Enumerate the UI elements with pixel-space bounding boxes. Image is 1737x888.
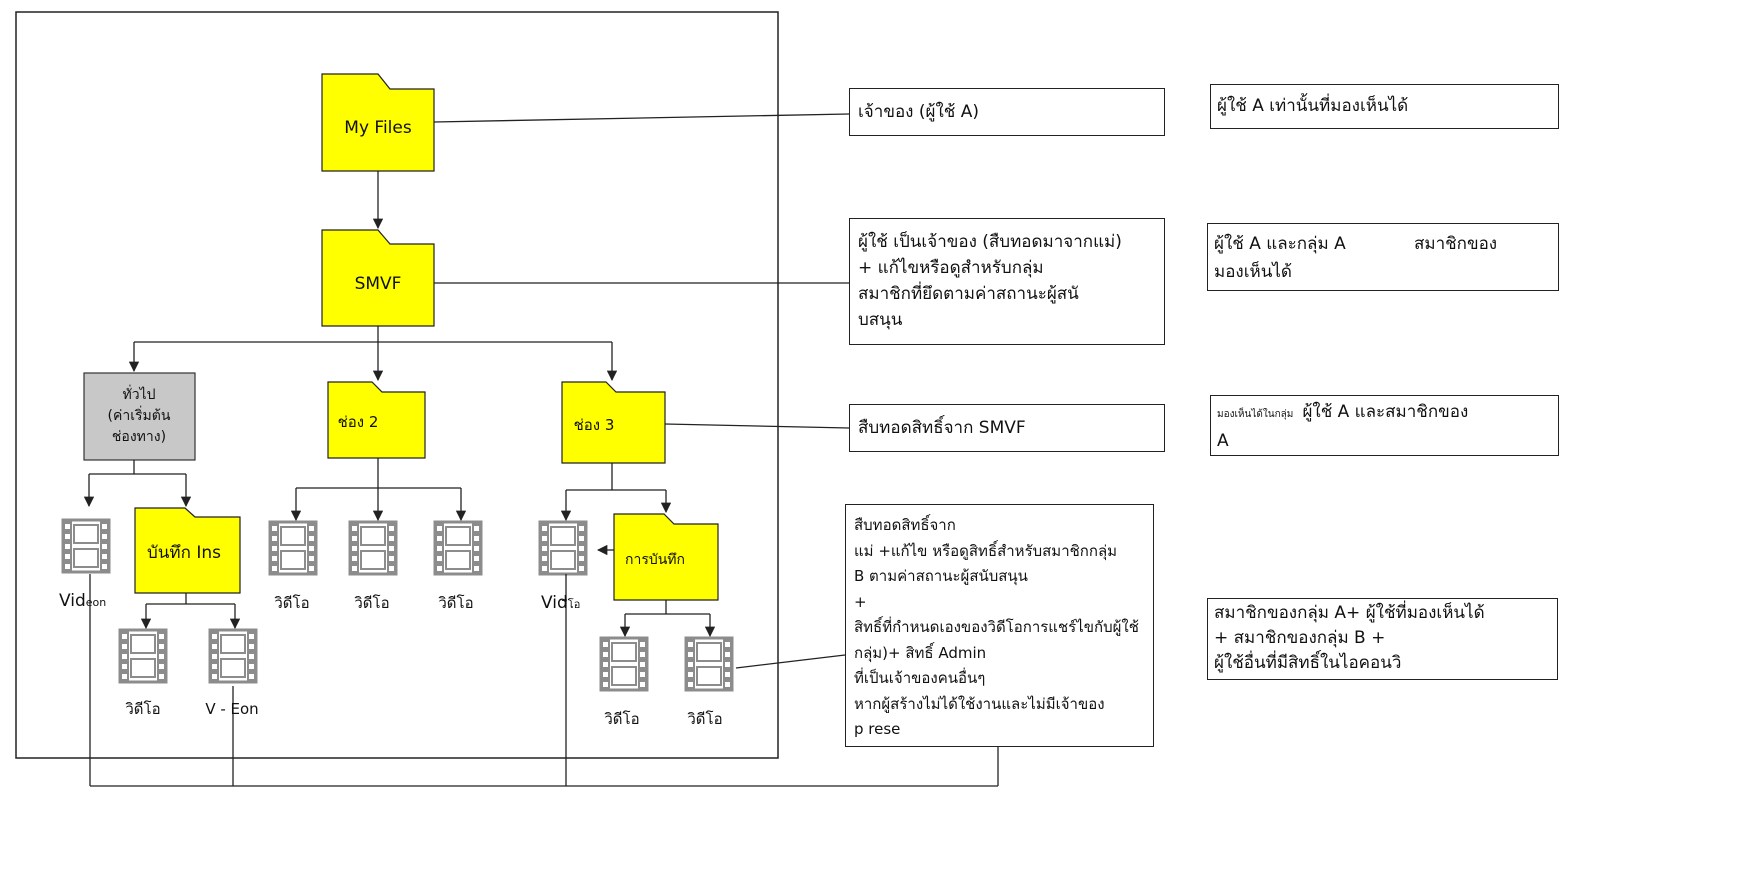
visibility-text: สมาชิกของกลุ่ม A+ ผู้ใช้ที่มองเห็นได้ xyxy=(1214,603,1485,623)
video-label-text: Vid xyxy=(541,593,568,613)
video-label: วิดีโอ xyxy=(687,710,723,728)
folder-label-recordings-ins: บันทึก Ins xyxy=(147,543,221,563)
visibility-text: ผู้ใช้ A และกลุ่ม A xyxy=(1214,234,1346,254)
video-icon xyxy=(684,636,734,692)
permission-text: p rese xyxy=(854,720,901,738)
permission-box-smvf: ผู้ใช้ เป็นเจ้าของ (สืบทอดมาจากแม่) + แก… xyxy=(849,218,1165,345)
folder-label-general-line: ทั่วไป xyxy=(122,387,156,403)
folder-channel-2 xyxy=(327,381,426,459)
connector xyxy=(664,423,850,429)
permission-text: บสนุน xyxy=(858,310,903,330)
folder-my-files xyxy=(321,73,435,172)
folder-general xyxy=(83,372,196,461)
folder-label-smvf: SMVF xyxy=(354,274,402,294)
permission-text: + xyxy=(854,592,867,611)
permission-box-owner: เจ้าของ (ผู้ใช้ A) xyxy=(849,88,1165,136)
video-icon xyxy=(208,628,258,684)
video-label: วิดีโอ xyxy=(438,594,474,612)
permission-text: ผู้ใช้ เป็นเจ้าของ (สืบทอดมาจากแม่) xyxy=(858,232,1122,252)
permission-text: ที่เป็นเจ้าของคนอื่นๆ xyxy=(854,669,986,687)
visibility-row: มองเห็นได้ในกลุ่ม ผู้ใช้ A และสมาชิกของ xyxy=(1217,400,1552,427)
video-label-subtext: ีโอ xyxy=(567,598,581,611)
folder-label-channel-3: ช่อง 3 xyxy=(573,416,615,434)
permission-text: หากผู้สร้างไม่ได้ใช้งานและไม่มีเจ้าของ xyxy=(854,694,1105,713)
permission-text: แม่ +แก้ไข หรือดูสิทธิ์สำหรับสมาชิกกลุ่ม xyxy=(854,541,1118,560)
connector xyxy=(735,654,846,669)
visibility-subtext: มองเห็นได้ในกลุ่ม xyxy=(1217,409,1294,420)
folder-label-my-files: My Files xyxy=(344,118,412,138)
video-label: วิดีโอ xyxy=(125,700,161,718)
visibility-text: ผู้ใช้ A และสมาชิกของ xyxy=(1302,402,1469,422)
video-label-text: Vid xyxy=(59,591,86,611)
video-icon xyxy=(538,520,588,576)
video-icon xyxy=(599,636,649,692)
folder-smvf xyxy=(321,229,435,327)
folder-channel-3 xyxy=(561,381,666,464)
video-label: วิดีโอ xyxy=(274,594,310,612)
visibility-text: สมาชิกของ xyxy=(1414,234,1498,254)
visibility-row: ผู้ใช้ A และกลุ่ม A สมาชิกของ xyxy=(1214,230,1552,258)
permission-text: สิทธิ์ที่กำหนดเองของวิดีโอการแชร์ไขกับผู… xyxy=(854,618,1139,636)
video-label: Videon xyxy=(59,590,106,614)
folder-label-general-line: (ค่าเริ่มต้น xyxy=(107,408,171,424)
folder-label-general: ทั่วไป (ค่าเริ่มต้น ช่องทาง) xyxy=(108,385,171,448)
permission-text: + แก้ไขหรือดูสำหรับกลุ่ม xyxy=(858,258,1044,278)
permission-text: สืบทอดสิทธิ์จาก SMVF xyxy=(858,418,1026,438)
visibility-box-owner: ผู้ใช้ A เท่านั้นที่มองเห็นได้ xyxy=(1210,84,1559,129)
permission-text: สมาชิกที่ยึดตามค่าสถานะผู้สนั xyxy=(858,284,1079,304)
video-icon xyxy=(268,520,318,576)
folder-label-channel-2: ช่อง 2 xyxy=(337,413,379,431)
video-icon xyxy=(61,518,111,574)
folder-recordings-ins xyxy=(134,507,241,594)
visibility-box-channel: มองเห็นได้ในกลุ่ม ผู้ใช้ A และสมาชิกของ … xyxy=(1210,395,1559,456)
folder-recordings xyxy=(613,513,719,601)
connector xyxy=(433,113,850,123)
outer-frame xyxy=(15,11,779,759)
permission-box-channel: สืบทอดสิทธิ์จาก SMVF xyxy=(849,404,1165,452)
visibility-text: + สมาชิกของกลุ่ม B + xyxy=(1214,628,1386,648)
visibility-text: มองเห็นได้ xyxy=(1214,262,1292,282)
video-label: V - Eon xyxy=(205,700,259,718)
permission-box-recordings: สืบทอดสิทธิ์จาก แม่ +แก้ไข หรือดูสิทธิ์ส… xyxy=(845,504,1154,747)
permission-text: กลุ่ม)+ สิทธิ์ Admin xyxy=(854,643,987,662)
folder-label-general-line: ช่องทาง) xyxy=(111,429,167,445)
video-icon xyxy=(433,520,483,576)
visibility-text: A xyxy=(1217,431,1229,451)
permission-text: เจ้าของ (ผู้ใช้ A) xyxy=(858,102,979,122)
video-label: วิดีโอ xyxy=(354,594,390,612)
visibility-text: ผู้ใช้ A เท่านั้นที่มองเห็นได้ xyxy=(1217,96,1409,116)
visibility-box-recordings: สมาชิกของกลุ่ม A+ ผู้ใช้ที่มองเห็นได้ + … xyxy=(1207,598,1558,680)
folder-label-recordings: การบันทึก xyxy=(624,552,686,568)
video-label-subtext: eon xyxy=(85,596,107,609)
permission-text: B ตามค่าสถานะผู้สนับสนุน xyxy=(854,567,1028,585)
permission-text: สืบทอดสิทธิ์จาก xyxy=(854,516,956,534)
video-label: วิดีโอ xyxy=(604,710,640,728)
visibility-text: ผู้ใช้อื่นที่มีสิทธิ์ในไอคอนวิ xyxy=(1214,653,1402,673)
video-icon xyxy=(348,520,398,576)
video-icon xyxy=(118,628,168,684)
video-label: Vidีโอ xyxy=(541,592,580,616)
visibility-box-smvf: ผู้ใช้ A และกลุ่ม A สมาชิกของ มองเห็นได้ xyxy=(1207,223,1559,291)
